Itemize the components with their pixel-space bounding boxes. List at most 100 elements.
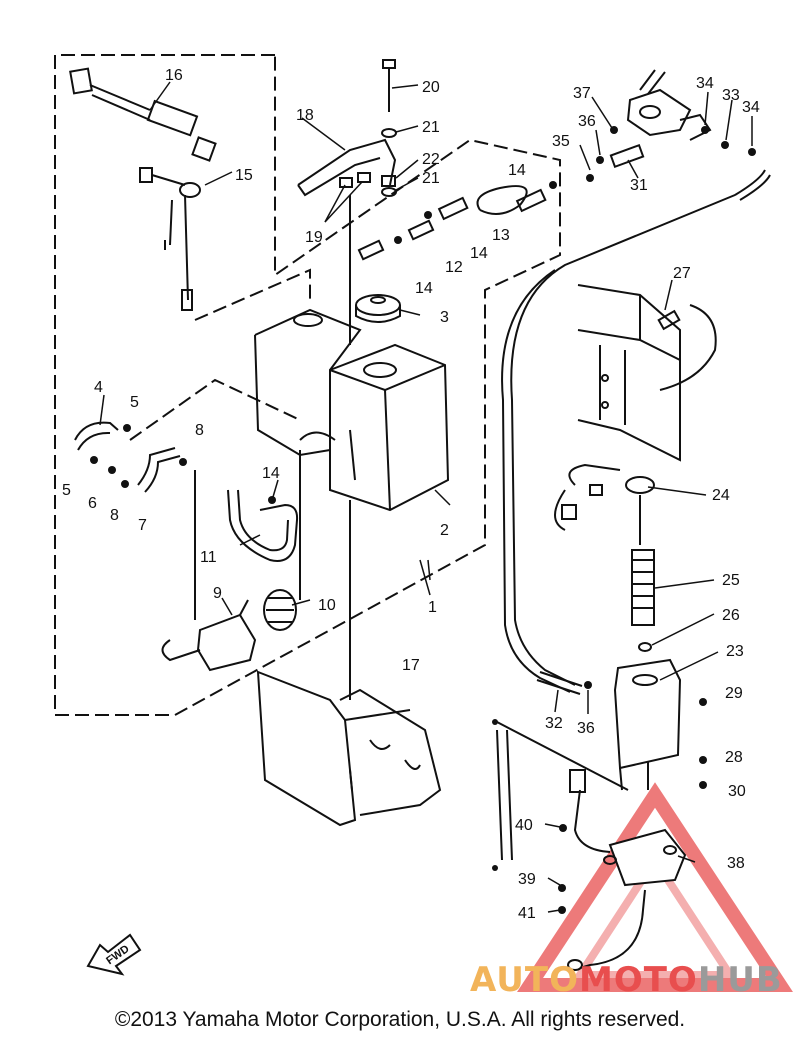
washer (381, 128, 397, 138)
engine-block (577, 284, 681, 462)
level-gauge (554, 463, 655, 545)
grommet-hose (659, 304, 717, 391)
callout-21a: 21 (422, 119, 440, 136)
callout-32: 32 (545, 715, 563, 732)
cushion-pad-2 (357, 172, 371, 183)
callout-3: 3 (440, 309, 449, 326)
tank-cap (355, 294, 401, 323)
assembly-outline-lower (194, 268, 311, 321)
hose-31 (609, 143, 645, 169)
callout-37: 37 (573, 85, 591, 102)
fwd-arrow: FWD (86, 933, 142, 976)
callout-9: 9 (213, 585, 222, 602)
callout-6: 6 (88, 495, 97, 512)
strainer (263, 589, 297, 631)
callout-16: 16 (165, 67, 183, 84)
callout-5a: 5 (130, 394, 139, 411)
sub-tank (613, 658, 682, 791)
callout-21b: 21 (422, 170, 440, 187)
o-ring (638, 642, 652, 652)
callout-7: 7 (138, 517, 147, 534)
hose-piece-2 (515, 188, 547, 213)
callout-24: 24 (712, 487, 730, 504)
cushion-pad (339, 177, 353, 188)
callout-28: 28 (725, 749, 743, 766)
callout-2: 2 (440, 522, 449, 539)
callout-22: 22 (422, 151, 440, 168)
washer-2 (381, 187, 397, 197)
callout-10: 10 (318, 597, 336, 614)
callout-31: 31 (630, 177, 648, 194)
hose-13 (476, 185, 528, 215)
watermark-part-moto: MOTO (578, 960, 698, 1000)
grommet-27 (657, 309, 681, 331)
leader-lines (99, 81, 753, 913)
callout-23: 23 (726, 643, 744, 660)
callout-34b: 34 (742, 99, 760, 116)
callout-18: 18 (296, 107, 314, 124)
callout-labels: 1 2 3 4 5 5 6 7 8 8 9 10 11 12 13 14 14 … (62, 67, 760, 922)
callout-20: 20 (422, 79, 440, 96)
watermark-part-auto: AUTO (470, 960, 579, 1000)
lower-wire (496, 721, 629, 791)
callout-40: 40 (515, 817, 533, 834)
bolt (382, 59, 396, 112)
callout-8b: 8 (110, 507, 119, 524)
bracket-strap (297, 138, 397, 197)
level-sender (139, 167, 201, 311)
copyright-notice: ©2013 Yamaha Motor Corporation, U.S.A. A… (114, 1008, 686, 1031)
oil-pump (161, 599, 257, 672)
oil-tank (254, 308, 450, 512)
callout-25: 25 (722, 572, 740, 589)
hose-32 (536, 671, 583, 695)
hose-12 (357, 239, 385, 261)
pump-line (194, 450, 301, 620)
callout-29: 29 (725, 685, 743, 702)
callout-35: 35 (552, 133, 570, 150)
watermark-triangle (517, 782, 793, 992)
callout-11: 11 (200, 549, 217, 566)
delivery-hose (510, 169, 771, 686)
joint (407, 219, 435, 241)
oil-filter (631, 549, 655, 626)
hose-11 (227, 489, 299, 562)
callout-36b: 36 (577, 720, 595, 737)
callout-41: 41 (518, 905, 536, 922)
delivery-hose-inner (501, 269, 571, 693)
mounting-plate (256, 670, 442, 827)
hose-piece (437, 196, 469, 221)
nut (381, 175, 396, 187)
callout-33: 33 (722, 87, 740, 104)
wire-harness (69, 67, 217, 162)
oil-injection-connector (626, 69, 712, 141)
callout-14b: 14 (470, 245, 488, 262)
callout-36a: 36 (578, 113, 596, 130)
callout-39: 39 (518, 871, 536, 888)
lower-hose (496, 729, 513, 861)
callout-1: 1 (428, 599, 437, 616)
callout-5b: 5 (62, 482, 71, 499)
callout-12: 12 (445, 259, 463, 276)
hose-7 (137, 447, 181, 493)
callout-14d: 14 (262, 465, 280, 482)
watermark-part-hub: HUB (697, 960, 783, 1000)
hose-4 (74, 421, 119, 451)
callout-14c: 14 (415, 280, 433, 297)
callout-26: 26 (722, 607, 740, 624)
callout-30: 30 (728, 783, 746, 800)
callout-13: 13 (492, 227, 510, 244)
watermark-logo: AUTOMOTOHUB (470, 960, 800, 1000)
callout-34a: 34 (696, 75, 714, 92)
assembly-outline-mid (129, 378, 301, 441)
assembly-outline-upper-left (54, 54, 561, 716)
callout-19: 19 (305, 229, 323, 246)
oil-controller (567, 769, 687, 971)
callout-27: 27 (673, 265, 691, 282)
callout-17: 17 (402, 657, 420, 674)
callout-15: 15 (235, 167, 253, 184)
callout-8a: 8 (195, 422, 204, 439)
callout-38: 38 (727, 855, 745, 872)
callout-4: 4 (94, 379, 103, 396)
callout-14a: 14 (508, 162, 526, 179)
